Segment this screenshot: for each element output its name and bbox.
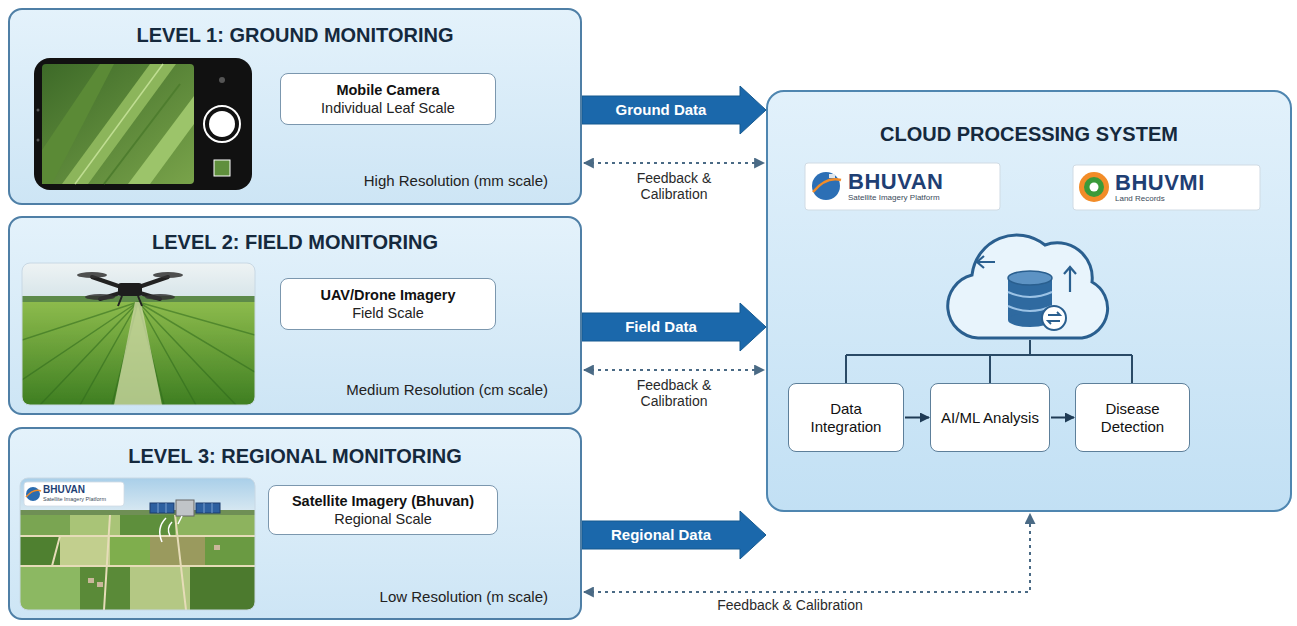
- box-subtitle: Satellite Imagery Platform: [848, 193, 940, 203]
- box-title: Data Integration: [797, 400, 895, 436]
- logo-text: BHUVAN: [43, 484, 85, 495]
- process-arrow: [1051, 417, 1074, 419]
- resolution-note: Low Resolution (m scale): [380, 588, 548, 606]
- level-panel: UAV/Drone ImageryField Scale LEVEL 2: FIE…: [8, 216, 582, 415]
- panel-heading: LEVEL 1: GROUND MONITORING: [10, 24, 580, 47]
- process-box: Disease Detection: [1075, 383, 1190, 452]
- source-box: Satellite Imagery (Bhuvan)Regional Scale: [268, 485, 498, 535]
- panel-fill: [8, 8, 582, 205]
- connector-label: Feedback & Calibration: [717, 597, 863, 613]
- cloud-panel: BHUVANSatellite Imagery Platform BHUVMILa…: [766, 90, 1292, 512]
- source-box: UAV/Drone ImageryField Scale: [280, 278, 496, 330]
- panel-fill: [8, 427, 582, 620]
- connector-label: Ground Data: [613, 101, 710, 119]
- connector-label: Feedback & Calibration: [618, 377, 730, 409]
- resolution-note: High Resolution (mm scale): [364, 172, 548, 190]
- text-slot: High Resolution (mm scale): [364, 172, 548, 190]
- drone-illustration: [22, 263, 255, 405]
- platform-logo: BHUVANSatellite Imagery Platform: [805, 163, 1000, 210]
- data-flow-arrow: [582, 86, 766, 134]
- text-slot: Medium Resolution (cm scale): [346, 381, 548, 399]
- box-title: BHUVMI: [1115, 171, 1205, 194]
- resolution-note: Medium Resolution (cm scale): [346, 381, 548, 399]
- text-slot: LEVEL 2: FIELD MONITORING: [10, 231, 580, 254]
- panel-heading: CLOUD PROCESSING SYSTEM: [768, 123, 1290, 146]
- process-box: AI/ML Analysis: [930, 383, 1050, 452]
- cloud-database-icon: [948, 235, 1108, 338]
- level-panel: Mobile CameraIndividual Leaf Scale LEVEL …: [8, 8, 582, 205]
- data-flow-arrow: [582, 511, 766, 559]
- text-slot: LEVEL 1: GROUND MONITORING: [10, 24, 580, 47]
- box-title: Mobile Camera: [336, 81, 439, 99]
- satellite-illustration: [20, 478, 255, 610]
- platform-logo: BHUVMILand Records: [1073, 165, 1260, 210]
- text-slot: LEVEL 3: REGIONAL MONITORING: [10, 445, 580, 468]
- box-title: BHUVAN: [848, 170, 943, 193]
- panel-fill: [766, 90, 1292, 512]
- connector-label: Regional Data: [608, 526, 714, 544]
- data-flow-arrow: [582, 303, 766, 351]
- connector-label: Feedback & Calibration: [618, 170, 730, 202]
- source-box: Mobile CameraIndividual Leaf Scale: [280, 73, 496, 125]
- process-arrow: [905, 417, 929, 419]
- box-subtitle: Regional Scale: [334, 510, 432, 528]
- feedback-connector: [584, 162, 764, 164]
- box-title: Disease Detection: [1084, 400, 1181, 436]
- feedback-connector: [584, 369, 764, 371]
- connector-label: Field Data: [622, 318, 700, 336]
- box-title: AI/ML Analysis: [941, 409, 1039, 427]
- logo-backgrounds: [805, 163, 1260, 210]
- panel-heading: LEVEL 2: FIELD MONITORING: [10, 231, 580, 254]
- level-panel: Satellite Imagery (Bhuvan)Regional Scale…: [8, 427, 582, 620]
- logo-subtitle: Satellite Imagery Platform: [43, 496, 106, 503]
- phone-illustration: [34, 58, 252, 190]
- text-slot: CLOUD PROCESSING SYSTEM: [768, 123, 1290, 146]
- box-subtitle: Land Records: [1115, 194, 1165, 204]
- feedback-connector: [584, 514, 1030, 592]
- process-box: Data Integration: [788, 383, 904, 452]
- panel-fill: [8, 216, 582, 415]
- box-subtitle: Individual Leaf Scale: [321, 99, 455, 117]
- tree-bracket: [846, 340, 1132, 383]
- text-slot: Low Resolution (m scale): [380, 588, 548, 606]
- box-subtitle: Field Scale: [352, 304, 424, 322]
- box-title: Satellite Imagery (Bhuvan): [292, 492, 474, 510]
- box-title: UAV/Drone Imagery: [320, 286, 455, 304]
- panel-heading: LEVEL 3: REGIONAL MONITORING: [10, 445, 580, 468]
